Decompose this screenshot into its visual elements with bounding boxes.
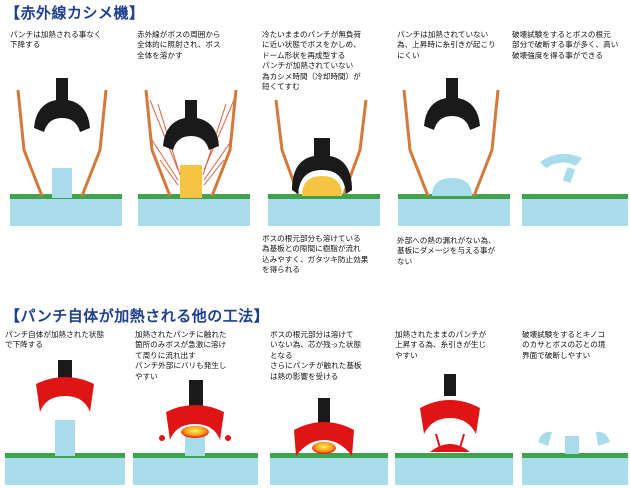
broken-cap-left bbox=[538, 431, 552, 446]
other-step4-illustration bbox=[395, 374, 513, 485]
caption-step3-bottom: ボスの根元部分も溶けている 為基板との隙間に樹脂が流れ 込みやすく、ガタツキ防止… bbox=[262, 234, 369, 275]
melting-zone bbox=[181, 426, 209, 438]
infrared-rays bbox=[149, 99, 235, 186]
burr bbox=[159, 435, 165, 441]
caption-other-step4: 加熱されたままのパンチが 上昇する為、糸引きが生じ やすい bbox=[395, 330, 487, 360]
caption-other-step1: パンチ自体が加熱された状態 で下降する bbox=[5, 330, 105, 350]
other-step2-illustration bbox=[133, 380, 258, 485]
broken-dome bbox=[540, 153, 582, 168]
other-step1-illustration bbox=[5, 360, 125, 485]
caption-step4-bottom: 外部への熱の漏れがない為、 基板にダメージを与える事が ない bbox=[397, 236, 496, 266]
boss-base bbox=[10, 196, 122, 226]
caption-step2-top: 赤外線がボスの周囲から 全体的に照射され、ボス 全体を溶かす bbox=[137, 30, 221, 60]
reflector-right bbox=[80, 89, 108, 197]
punch-shaft bbox=[58, 360, 72, 382]
other-step5-illustration bbox=[522, 431, 628, 485]
caption-step5-top: 破壊試験をするとボスの根元 部分で破断する事が多く、高い 破壊強度を得る事ができ… bbox=[512, 30, 619, 60]
caption-step1-top: パンチは加熱される事なく 下降する bbox=[10, 30, 102, 50]
dome-melt bbox=[302, 176, 342, 196]
caption-step3-top: 冷たいままのパンチが無負荷 に近い状態でボスをかしめ、 ドーム形状を再成型する … bbox=[262, 30, 362, 92]
formed-dome bbox=[432, 178, 472, 196]
heated-punch-head bbox=[36, 377, 94, 412]
stringing bbox=[459, 433, 465, 449]
other-step3-illustration bbox=[270, 398, 388, 485]
punch bbox=[34, 78, 90, 132]
string-melt bbox=[430, 444, 470, 452]
reflector-left bbox=[16, 89, 44, 197]
boss-heated bbox=[180, 165, 202, 198]
stringing bbox=[435, 433, 441, 449]
boss-post bbox=[52, 168, 72, 198]
infrared-step2-illustration bbox=[138, 89, 250, 226]
burr bbox=[225, 435, 231, 441]
caption-step4-top: パンチは加熱されていない 為、上昇時に糸引きが起こり にくい bbox=[397, 30, 496, 60]
section-title-heated-punch: 【パンチ自体が加熱される他の工法】 bbox=[5, 307, 270, 325]
broken-cap-right bbox=[596, 431, 610, 446]
infrared-step4-illustration bbox=[398, 78, 510, 226]
infrared-step5-illustration bbox=[522, 153, 628, 226]
caption-other-step3: ボスの根元部分は溶けて いない為、芯が残った状態 となる さらにパンチが触れた基… bbox=[270, 330, 362, 381]
infrared-step3-illustration bbox=[268, 99, 380, 226]
caption-other-step2: 加熱されたパンチに触れた 箇所のみボスが急激に溶け て周りに流れ出す パンチ外部… bbox=[135, 330, 227, 381]
section-title-infrared: 【赤外線カシメ機】 bbox=[5, 4, 145, 22]
infrared-step1-illustration bbox=[10, 78, 122, 226]
caption-other-step5: 破壊試験をするとキノコ のカサとボスの芯との境 界面で破断しやすい bbox=[522, 330, 606, 360]
